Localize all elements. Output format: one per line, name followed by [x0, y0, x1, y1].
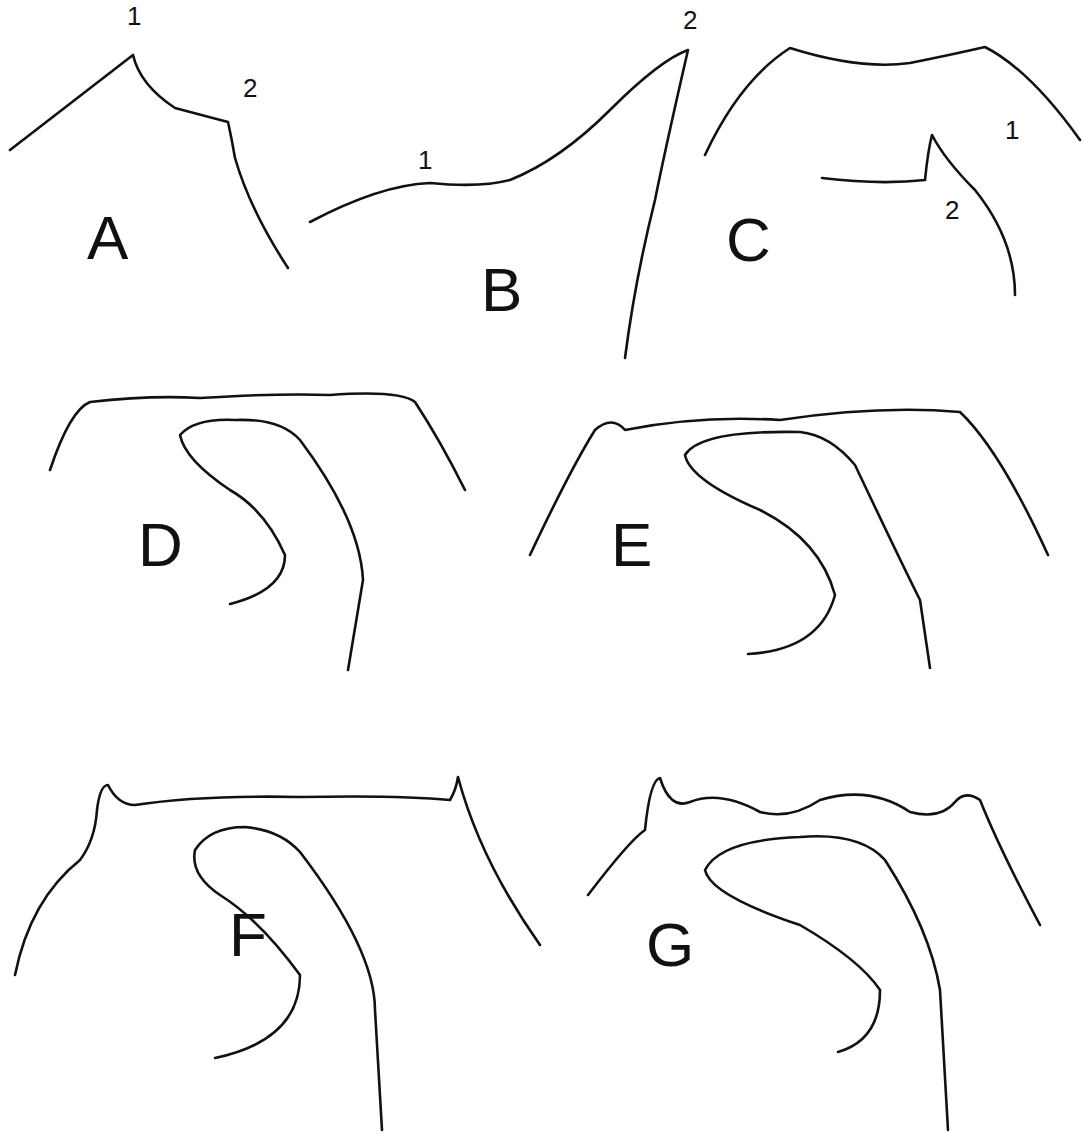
- figure-letter: D: [138, 514, 183, 576]
- profile-e-inner: [685, 432, 930, 668]
- figure-letter: G: [646, 914, 694, 976]
- callout-number: 1: [418, 147, 432, 173]
- callout-number: 2: [683, 7, 697, 33]
- figure-letter: E: [611, 514, 652, 576]
- figure-letter: B: [481, 259, 522, 321]
- callout-number: 1: [127, 3, 141, 29]
- figure-letter: F: [229, 904, 267, 966]
- callout-number: 2: [243, 75, 257, 101]
- profile-g-outer: [588, 778, 1040, 925]
- figure-letter: A: [87, 207, 128, 269]
- profile-d-outer: [50, 394, 465, 490]
- profile-f-inner: [194, 827, 382, 1130]
- profile-g-inner: [705, 836, 948, 1130]
- profile-c-outer: [705, 47, 1080, 155]
- profile-c-inner: [822, 135, 1015, 295]
- callout-number: 2: [945, 197, 959, 223]
- profile-a: [10, 55, 288, 268]
- profile-b: [310, 50, 688, 358]
- profile-d-inner: [180, 420, 363, 670]
- figure-letter: C: [726, 209, 771, 271]
- callout-number: 1: [1005, 117, 1019, 143]
